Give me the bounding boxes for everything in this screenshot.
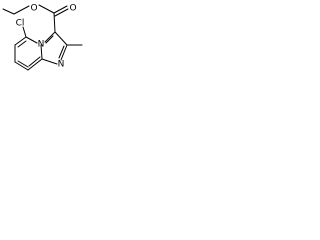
atom-labels: O O Cl N N (16, 4, 77, 70)
atom-n-bridgehead: N (38, 40, 45, 50)
bond-carbonyl-c-c3 (53, 12, 56, 33)
bond-carbonyl-c-o-double-2 (54, 8, 69, 17)
bond-n4-c3 (44, 31, 56, 43)
atom-cl: Cl (16, 19, 25, 29)
atom-n-imidazole: N (58, 60, 65, 70)
bonds (2, 4, 83, 71)
bond-c5-c6-double (17, 40, 27, 48)
bond-c3-n4-inner (45, 35, 54, 44)
bond-c5-cl (22, 26, 27, 38)
bond-c8-c8a (27, 58, 43, 71)
bond-c8-c8a-double (28, 56, 41, 67)
bond-c7-c8-double (17, 60, 29, 68)
structure-canvas: O O Cl N N (0, 0, 88, 108)
bond-o-carbonyl-c (38, 4, 55, 14)
bond-n4-c5 (25, 36, 38, 44)
bond-c5-c6 (14, 36, 27, 46)
bond-c7-c8 (14, 61, 29, 71)
bond-c2-n1 (60, 44, 68, 61)
bond-c3-c2 (54, 31, 68, 46)
bond-ethyl-ch3-ch2 (2, 8, 15, 15)
bond-carbonyl-c-o-double-1 (53, 5, 68, 14)
bond-ethyl-ch2-o (13, 5, 30, 15)
bond-c8a-n4 (40, 44, 43, 60)
chemical-structure-diagram: O O Cl N N (2, 4, 83, 71)
atom-o-ether: O (30, 4, 37, 14)
bond-n1-c8a (41, 58, 58, 65)
bond-c2-n1-double (58, 45, 65, 59)
atom-o-carbonyl: O (69, 4, 76, 14)
